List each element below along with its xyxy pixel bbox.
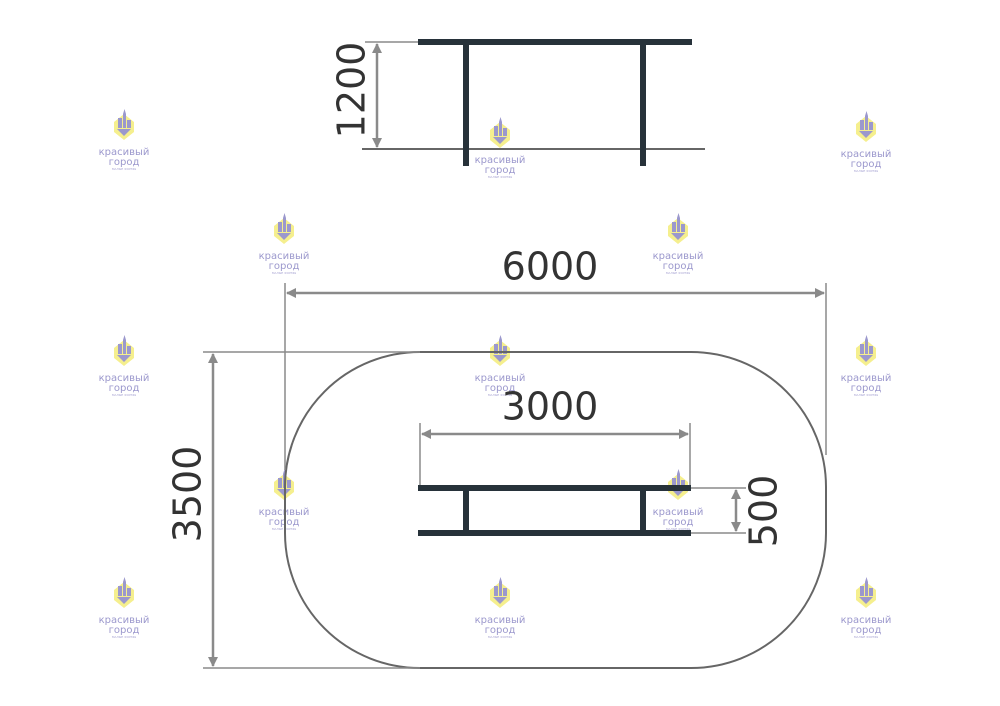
svg-text:город: город (109, 157, 140, 168)
elevation-view: 1200 (330, 39, 705, 166)
svg-text:МАЛЫЕ ФОРМЫ: МАЛЫЕ ФОРМЫ (854, 169, 879, 173)
plan-beam-top (418, 485, 691, 491)
city-logo-icon (274, 213, 294, 244)
svg-text:красивый: красивый (841, 373, 892, 384)
city-logo-icon (856, 111, 876, 142)
svg-text:город: город (851, 159, 882, 170)
svg-text:МАЛЫЕ ФОРМЫ: МАЛЫЕ ФОРМЫ (854, 635, 879, 639)
svg-text:город: город (109, 383, 140, 394)
dimension-label-6000: 6000 (502, 245, 599, 289)
svg-text:красивый: красивый (653, 251, 704, 262)
svg-text:МАЛЫЕ ФОРМЫ: МАЛЫЕ ФОРМЫ (854, 393, 879, 397)
city-logo-icon (490, 117, 510, 148)
plan-crossbar-right (640, 488, 646, 533)
city-logo-icon (490, 335, 510, 366)
svg-text:МАЛЫЕ ФОРМЫ: МАЛЫЕ ФОРМЫ (488, 175, 513, 179)
svg-text:красивый: красивый (475, 615, 526, 626)
svg-text:МАЛЫЕ ФОРМЫ: МАЛЫЕ ФОРМЫ (112, 167, 137, 171)
svg-text:красивый: красивый (653, 507, 704, 518)
svg-text:МАЛЫЕ ФОРМЫ: МАЛЫЕ ФОРМЫ (666, 271, 691, 275)
elevation-leg-right (640, 42, 646, 166)
svg-text:красивый: красивый (99, 615, 150, 626)
svg-text:город: город (109, 625, 140, 636)
plan-view: 6000 3500 3000 500 (166, 245, 827, 669)
dimension-label-500: 500 (742, 475, 786, 548)
city-logo-icon (114, 109, 134, 140)
svg-text:красивый: красивый (99, 373, 150, 384)
city-logo-icon (856, 335, 876, 366)
svg-text:город: город (851, 625, 882, 636)
dimension-label-3500: 3500 (166, 446, 210, 543)
svg-text:город: город (485, 165, 516, 176)
svg-text:город: город (663, 517, 694, 528)
svg-text:красивый: красивый (475, 155, 526, 166)
svg-text:город: город (851, 383, 882, 394)
svg-text:город: город (663, 261, 694, 272)
svg-text:красивый: красивый (841, 615, 892, 626)
plan-crossbar-left (463, 488, 469, 533)
svg-text:МАЛЫЕ ФОРМЫ: МАЛЫЕ ФОРМЫ (488, 635, 513, 639)
svg-text:МАЛЫЕ ФОРМЫ: МАЛЫЕ ФОРМЫ (112, 635, 137, 639)
svg-text:МАЛЫЕ ФОРМЫ: МАЛЫЕ ФОРМЫ (112, 393, 137, 397)
svg-text:красивый: красивый (259, 251, 310, 262)
safety-zone-outline (284, 351, 827, 669)
plan-beam-bottom (418, 530, 691, 536)
dimension-label-1200: 1200 (330, 42, 374, 139)
elevation-top-beam (418, 39, 692, 45)
city-logo-icon (668, 469, 688, 500)
city-logo-icon (856, 577, 876, 608)
svg-text:красивый: красивый (841, 149, 892, 160)
city-logo-icon (114, 335, 134, 366)
svg-text:МАЛЫЕ ФОРМЫ: МАЛЫЕ ФОРМЫ (488, 393, 513, 397)
svg-text:город: город (485, 383, 516, 394)
city-logo-icon (490, 577, 510, 608)
city-logo-icon (114, 577, 134, 608)
svg-text:МАЛЫЕ ФОРМЫ: МАЛЫЕ ФОРМЫ (272, 271, 297, 275)
svg-text:город: город (269, 261, 300, 272)
elevation-leg-left (463, 42, 469, 166)
svg-text:МАЛЫЕ ФОРМЫ: МАЛЫЕ ФОРМЫ (666, 527, 691, 531)
svg-text:красивый: красивый (475, 373, 526, 384)
svg-text:красивый: красивый (99, 147, 150, 158)
svg-text:город: город (485, 625, 516, 636)
dimension-label-3000: 3000 (502, 385, 599, 429)
city-logo-icon (668, 213, 688, 244)
